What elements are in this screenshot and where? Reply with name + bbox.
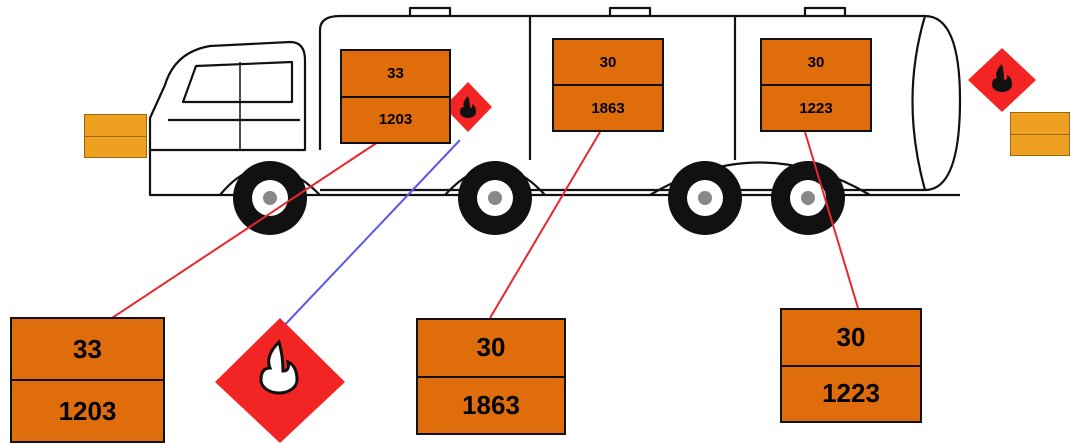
tank-end-curve bbox=[911, 15, 927, 191]
un-number: 1203 bbox=[378, 111, 413, 129]
flame-icon bbox=[259, 339, 299, 395]
callout-plate-3: 30 1223 bbox=[780, 308, 922, 423]
flame-icon bbox=[460, 96, 476, 118]
rear-blank-plate bbox=[1010, 112, 1070, 156]
hazard-number: 30 bbox=[782, 310, 920, 367]
wheel-rear-2 bbox=[771, 161, 845, 235]
un-number: 1203 bbox=[58, 395, 117, 426]
flammable-diamond-icon bbox=[215, 318, 345, 443]
hazard-number: 30 bbox=[762, 40, 870, 86]
wheel-rear-1 bbox=[668, 161, 742, 235]
cab-window bbox=[181, 60, 294, 104]
un-number: 1863 bbox=[462, 389, 520, 420]
flammable-diamond-icon bbox=[444, 82, 492, 132]
flame-icon bbox=[992, 64, 1012, 92]
hazard-number: 33 bbox=[342, 51, 449, 98]
hatch-2 bbox=[608, 6, 652, 16]
hatch-1 bbox=[408, 6, 452, 16]
truck-plate-1: 33 1203 bbox=[340, 49, 451, 144]
hazard-number: 30 bbox=[418, 320, 564, 378]
un-number: 1863 bbox=[591, 99, 625, 117]
truck-plate-2: 30 1863 bbox=[552, 38, 664, 132]
callout-line-2 bbox=[489, 131, 601, 319]
wheel-front bbox=[233, 161, 307, 235]
callout-plate-2: 30 1863 bbox=[416, 318, 566, 435]
callout-line-1 bbox=[111, 141, 379, 319]
flammable-diamond-icon bbox=[968, 48, 1036, 112]
truck-plate-3: 30 1223 bbox=[760, 38, 872, 132]
cab-outline bbox=[148, 40, 307, 160]
hatch-3 bbox=[803, 6, 847, 16]
callout-line-diamond bbox=[279, 139, 461, 331]
un-number: 1223 bbox=[822, 378, 880, 409]
callout-line-3 bbox=[804, 131, 859, 309]
tank-outline bbox=[318, 14, 962, 192]
un-number: 1223 bbox=[799, 99, 833, 117]
front-blank-plate bbox=[84, 114, 147, 158]
wheel-middle bbox=[458, 161, 532, 235]
hazard-number: 30 bbox=[554, 40, 662, 86]
hazard-number: 33 bbox=[12, 319, 163, 381]
wheels bbox=[233, 161, 845, 235]
callout-plate-1: 33 1203 bbox=[10, 317, 165, 443]
